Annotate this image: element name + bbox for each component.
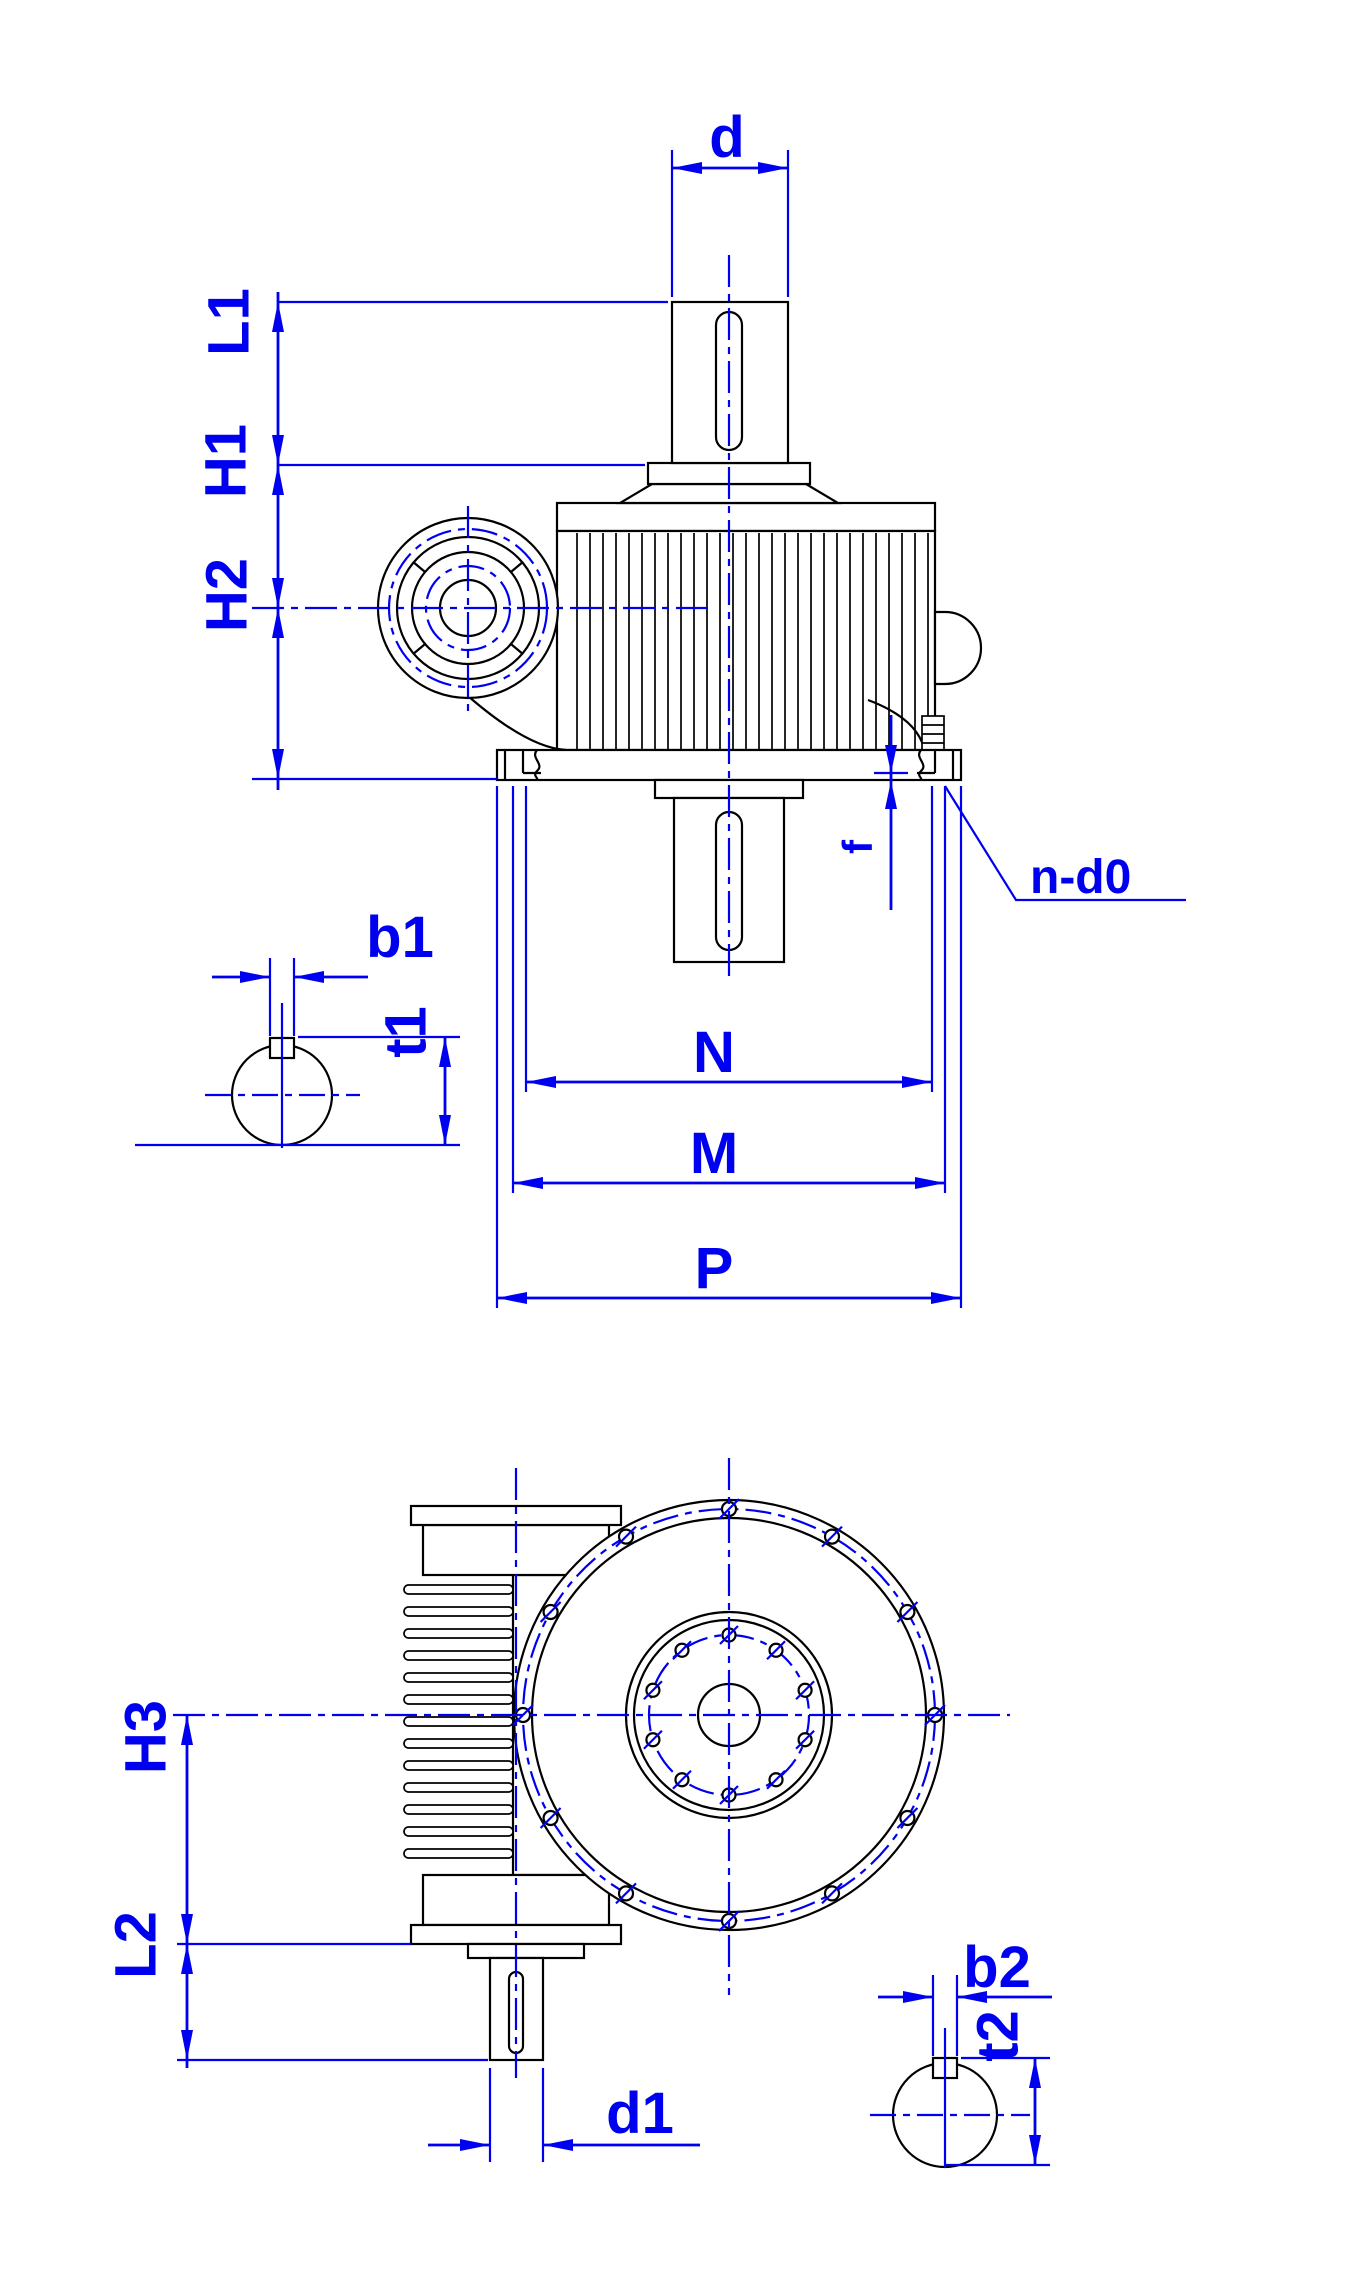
dim-label-n-d0: n-d0 (1030, 851, 1131, 904)
inner-bolt-holes (643, 1625, 815, 1805)
shaft-key-detail-1: b1 t1 (135, 905, 460, 1148)
side-view-dimensions: H3 L2 d1 (103, 1700, 700, 2162)
worm-shaft-end-cap (933, 610, 983, 686)
input-shaft-step (466, 1942, 586, 1960)
dim-label-d: d (709, 105, 744, 170)
cooling-fins-front (576, 533, 929, 749)
front-view-dimensions: d L1 H1 H2 f n-d0 N (193, 105, 1186, 1308)
dim-label-M: M (690, 1121, 738, 1186)
plug-boss (921, 715, 945, 751)
dim-label-t2: t2 (965, 2010, 1030, 2062)
dim-label-d1: d1 (606, 2081, 674, 2146)
dim-label-L1: L1 (196, 288, 261, 356)
dim-label-H1: H1 (193, 424, 258, 498)
side-view (173, 1458, 1010, 2078)
dim-label-b2: b2 (963, 1935, 1031, 2000)
dim-label-H2: H2 (194, 558, 259, 632)
housing-top-band (555, 501, 937, 533)
cooling-fins-side (403, 1584, 514, 1859)
dim-label-b1: b1 (366, 905, 434, 970)
dim-label-N: N (693, 1020, 735, 1085)
shaft-key-detail-2: b2 t2 (870, 1935, 1052, 2169)
dim-label-f: f (834, 839, 881, 854)
dim-label-L2: L2 (103, 1911, 168, 1979)
dim-label-P: P (695, 1236, 734, 1301)
dim-label-t1: t1 (373, 1006, 438, 1058)
front-view (252, 255, 983, 980)
outer-bolt-holes (512, 1498, 946, 1932)
dim-label-H3: H3 (113, 1700, 178, 1774)
